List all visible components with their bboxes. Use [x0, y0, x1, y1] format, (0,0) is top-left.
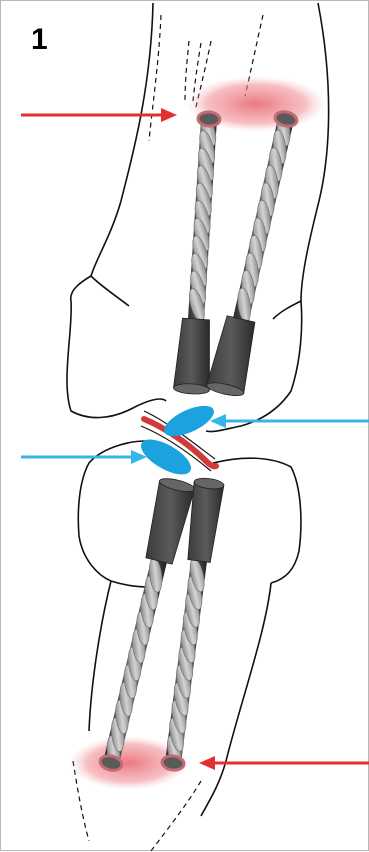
screw-head: [207, 316, 255, 394]
upper-right-screw: [206, 110, 299, 399]
upper-bone-outline: [91, 3, 153, 276]
upper-disc: [160, 400, 218, 443]
screw-tip: [198, 111, 221, 126]
lower-bone-left: [89, 581, 111, 731]
screw-head: [146, 481, 195, 564]
lower-bone-condyle-right: [213, 458, 301, 583]
arrow-upper-left-head: [161, 108, 177, 122]
arrow-lower-right-head: [199, 756, 215, 770]
screw-tip: [161, 755, 185, 772]
screw-head: [173, 318, 209, 390]
upper-inner-line: [91, 276, 129, 306]
lower-bone-right: [201, 583, 271, 816]
upper-left-screw: [173, 111, 220, 395]
lower-bone-condyle-left: [78, 441, 146, 581]
screw-head: [188, 482, 224, 563]
screws-group: [99, 110, 299, 773]
upper-inner-right: [273, 301, 301, 319]
dash-bottom-right: [151, 781, 201, 851]
dash-top-left: [185, 41, 189, 101]
